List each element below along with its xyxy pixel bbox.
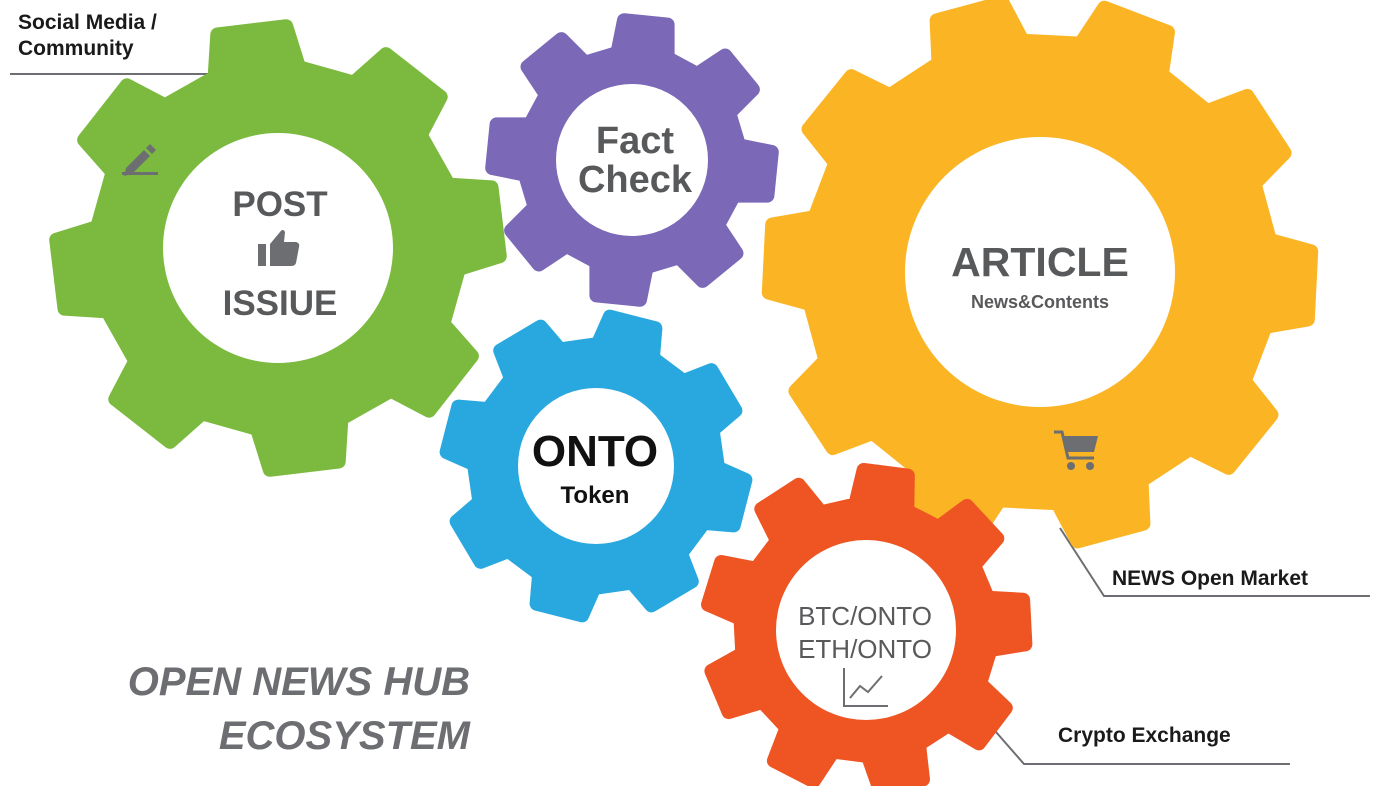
news-open-market-label: NEWS Open Market <box>1112 567 1309 590</box>
gear-purple-center <box>556 84 708 236</box>
diagram-title-line2: ECOSYSTEM <box>218 714 470 758</box>
line-chart-icon <box>843 668 888 707</box>
gear-purple-line2: Check <box>577 159 693 201</box>
gear-green-line1: POST <box>232 185 328 224</box>
gear-yellow-subtitle: News&Contents <box>970 292 1109 312</box>
gear-orange-line1: BTC/ONTO <box>798 601 932 631</box>
pencil-icon <box>122 144 158 176</box>
market-leader-line <box>1059 527 1370 597</box>
social-media-label: Social Media / Community <box>18 10 157 63</box>
social-media-label-line2: Community <box>18 37 134 61</box>
gear-blue-title: ONTO <box>531 427 659 476</box>
gear-orange-line2: ETH/ONTO <box>798 634 932 664</box>
gear-purple-line1: Fact <box>595 120 675 162</box>
gear-blue-center <box>518 388 674 544</box>
gear-orange-center <box>776 540 956 720</box>
gear-yellow-center <box>905 137 1175 407</box>
shopping-cart-icon <box>1054 430 1098 470</box>
social-media-label-line1: Social Media / <box>18 11 157 34</box>
gear-green-line2: ISSIUE <box>222 284 338 323</box>
gear-blue-subtitle: Token <box>560 482 630 509</box>
diagram-title-line1: OPEN NEWS HUB <box>127 660 470 704</box>
gear-yellow-title: ARTICLE <box>951 239 1129 285</box>
crypto-exchange-label: Crypto Exchange <box>1058 724 1231 747</box>
thumbs-up-icon <box>258 230 300 266</box>
